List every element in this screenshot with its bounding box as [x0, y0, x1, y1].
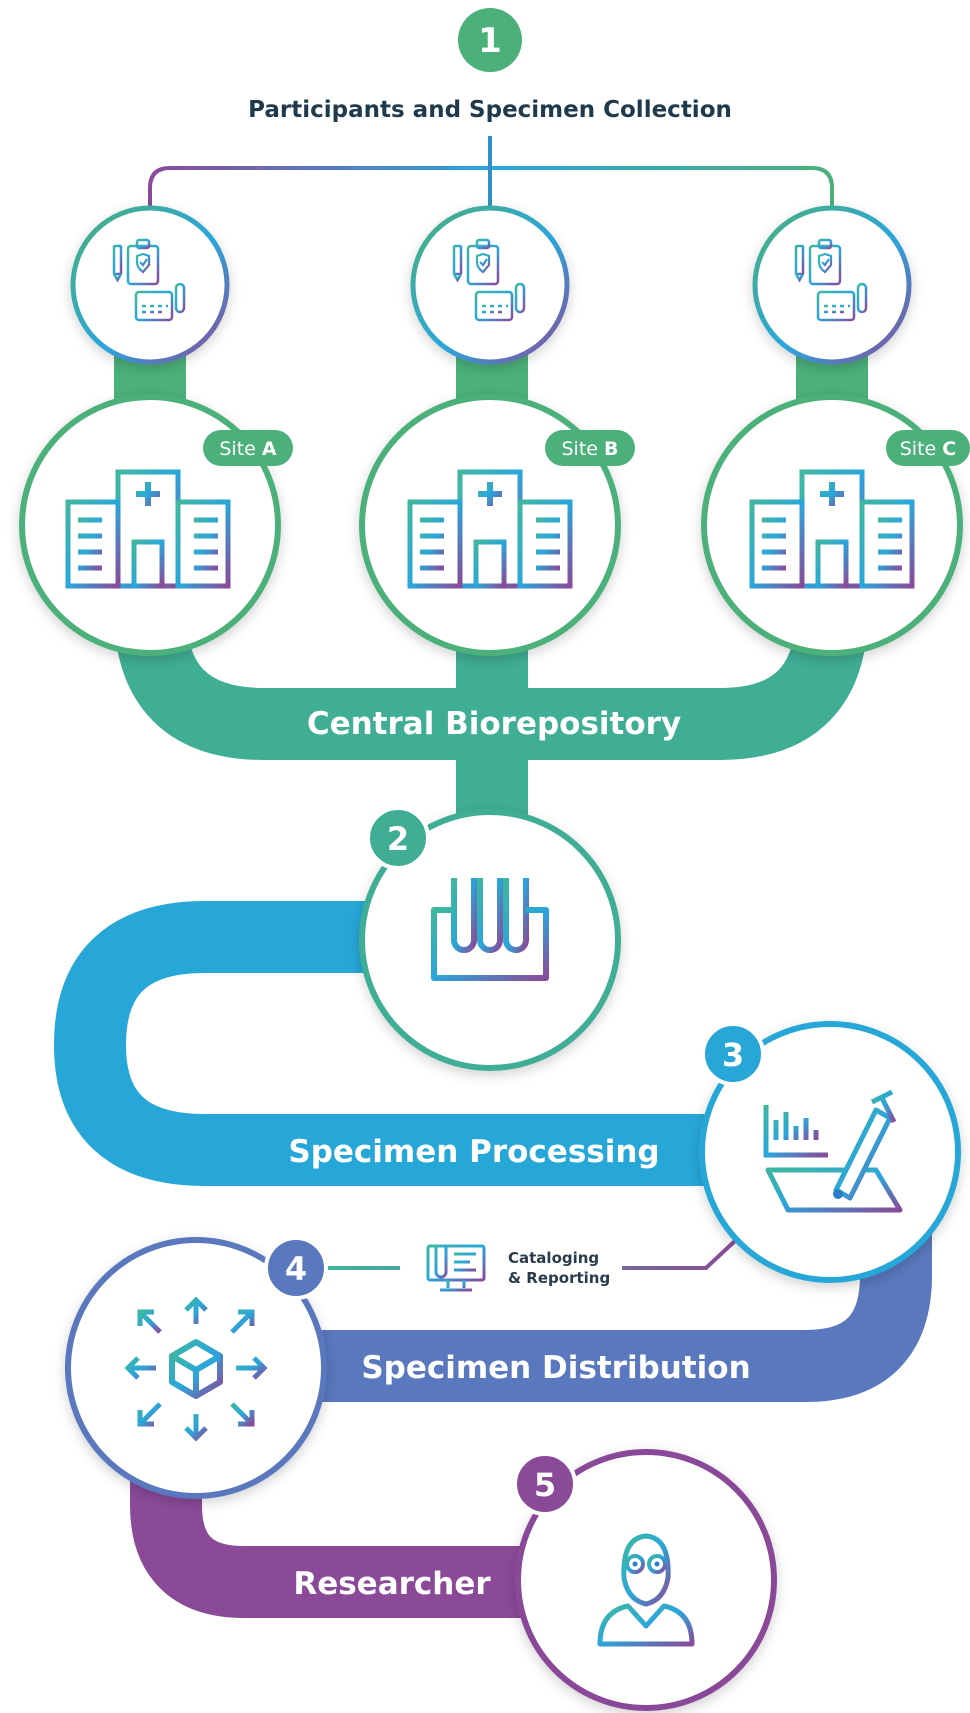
distribution-node [65, 1237, 327, 1499]
monitor-report-icon [426, 1244, 486, 1292]
step-2-badge [366, 806, 430, 870]
site-c-label: Site C [900, 438, 956, 460]
collection-node-b [410, 205, 570, 365]
step-2-number: 2 [387, 820, 409, 858]
step-5-badge [513, 1452, 577, 1516]
step-5-number: 5 [534, 1466, 556, 1504]
researcher-node [515, 1449, 777, 1711]
researcher-label: Researcher [293, 1566, 491, 1602]
step-4-number: 4 [285, 1250, 307, 1288]
analysis-node [699, 1021, 961, 1283]
researcher-band [130, 1480, 560, 1618]
cataloging-line [318, 1238, 738, 1270]
specimen-distribution-label: Specimen Distribution [361, 1350, 750, 1386]
step-1-number: 1 [478, 21, 502, 61]
step-4-badge [264, 1236, 328, 1300]
cataloging-label-line2: & Reporting [508, 1269, 610, 1287]
cataloging-label-line1: Cataloging [508, 1249, 599, 1267]
step-3-badge [701, 1022, 765, 1086]
site-a-badge [203, 430, 293, 466]
specimen-processing-band [53, 901, 760, 1186]
site-b-label: Site B [561, 438, 618, 460]
site-c-badge [886, 430, 970, 466]
step-3-number: 3 [722, 1036, 744, 1074]
box-distribution-icon [128, 1300, 264, 1438]
site-a-label: Site A [219, 438, 277, 460]
processing-node [359, 809, 621, 1071]
collection-node-c [752, 205, 912, 365]
collection-node-a [70, 205, 230, 365]
step-1-badge [458, 8, 522, 72]
site-b-badge [545, 430, 635, 466]
specimen-distribution-band [300, 1230, 932, 1402]
central-biorepository-label: Central Biorepository [307, 706, 681, 742]
specimen-processing-label: Specimen Processing [288, 1134, 659, 1170]
participants-title: Participants and Specimen Collection [248, 97, 732, 123]
